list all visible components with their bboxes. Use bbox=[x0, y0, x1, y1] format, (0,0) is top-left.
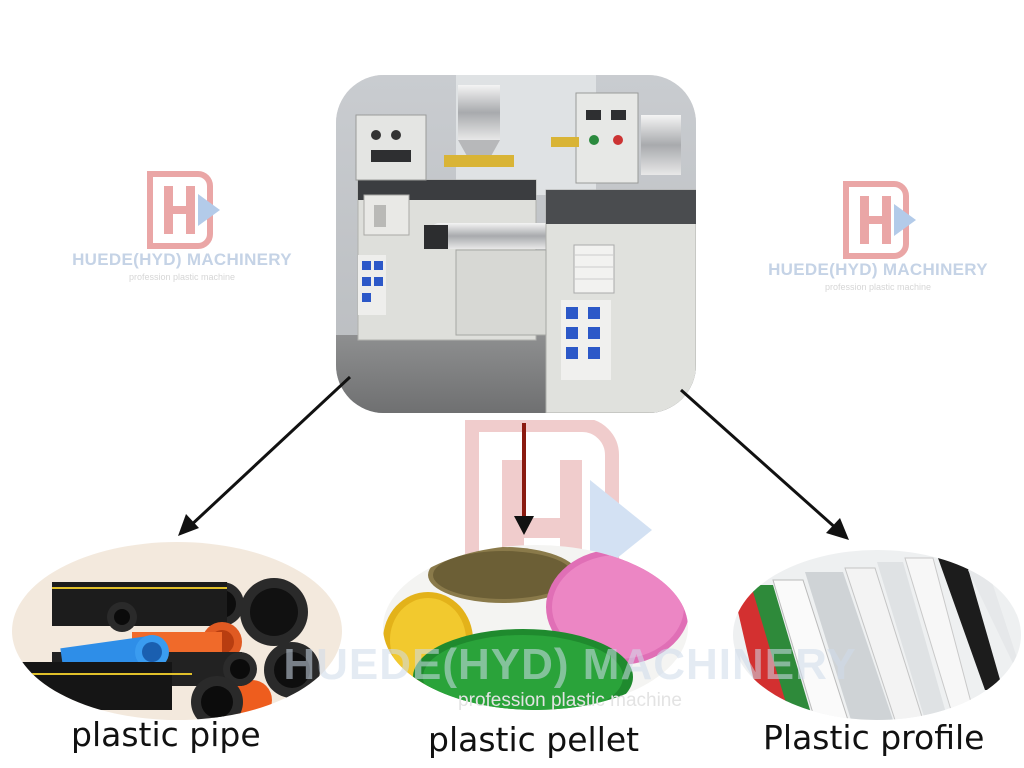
watermark-brand-name: HUEDE(HYD) MACHINERY bbox=[768, 260, 988, 279]
watermark-tagline: profession plastic machine bbox=[824, 282, 932, 292]
watermark-brand-name: HUEDE(HYD) MACHINERY bbox=[72, 250, 292, 269]
arrow-to-pellet bbox=[514, 423, 534, 535]
plastic-profile-photo bbox=[733, 550, 1021, 720]
plastic-pellet-photo bbox=[383, 545, 688, 710]
brand-logo-icon bbox=[147, 171, 220, 249]
plastic-pipe-photo bbox=[12, 542, 342, 720]
caption-plastic-pipe: plastic pipe bbox=[71, 715, 261, 754]
brand-logo-icon bbox=[843, 181, 916, 259]
big-watermark-brand-name: HUEDE(HYD) MACHINERY bbox=[283, 640, 857, 689]
arrow-to-pipe bbox=[178, 375, 352, 536]
caption-plastic-pellet: plastic pellet bbox=[428, 720, 640, 759]
watermark-tagline: profession plastic machine bbox=[128, 272, 236, 282]
watermark-left: HUEDE(HYD) MACHINERY profession plastic … bbox=[64, 170, 300, 282]
arrow-to-profile bbox=[680, 388, 849, 540]
big-watermark: HUEDE(HYD) MACHINERY profession plastic … bbox=[270, 640, 870, 712]
big-watermark-tagline: profession plastic machine bbox=[458, 690, 682, 711]
caption-plastic-profile: Plastic profile bbox=[763, 718, 985, 757]
watermark-right: HUEDE(HYD) MACHINERY profession plastic … bbox=[760, 180, 996, 292]
extruder-machine-photo bbox=[336, 75, 696, 413]
